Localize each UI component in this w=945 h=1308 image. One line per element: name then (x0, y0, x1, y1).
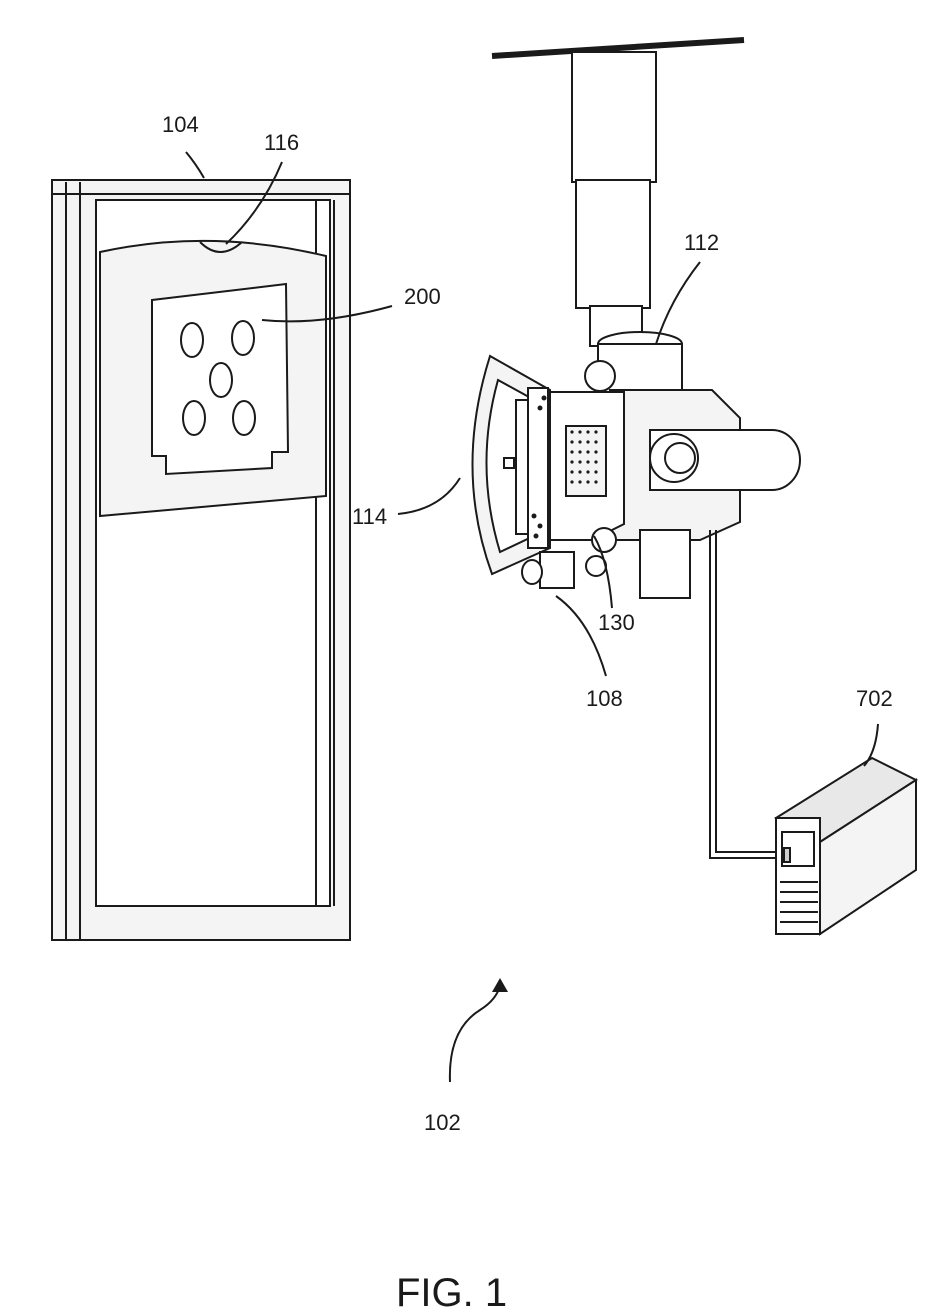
label-200: 200 (404, 284, 441, 309)
label-104: 104 (162, 112, 199, 137)
handle (472, 356, 550, 574)
figure-caption: FIG. 1 (396, 1271, 507, 1308)
label-114: 114 (352, 504, 387, 529)
label-130: 130 (598, 610, 635, 635)
calibration-pattern (152, 284, 288, 474)
label-108: 108 (586, 686, 623, 711)
xray-head (536, 361, 800, 598)
computer-tower (776, 758, 916, 934)
label-702: 702 (856, 686, 893, 711)
label-102: 102 (424, 1110, 461, 1135)
label-112: 112 (684, 230, 719, 255)
cable (710, 530, 784, 858)
label-116: 116 (264, 130, 299, 155)
ceiling-column (492, 40, 744, 396)
